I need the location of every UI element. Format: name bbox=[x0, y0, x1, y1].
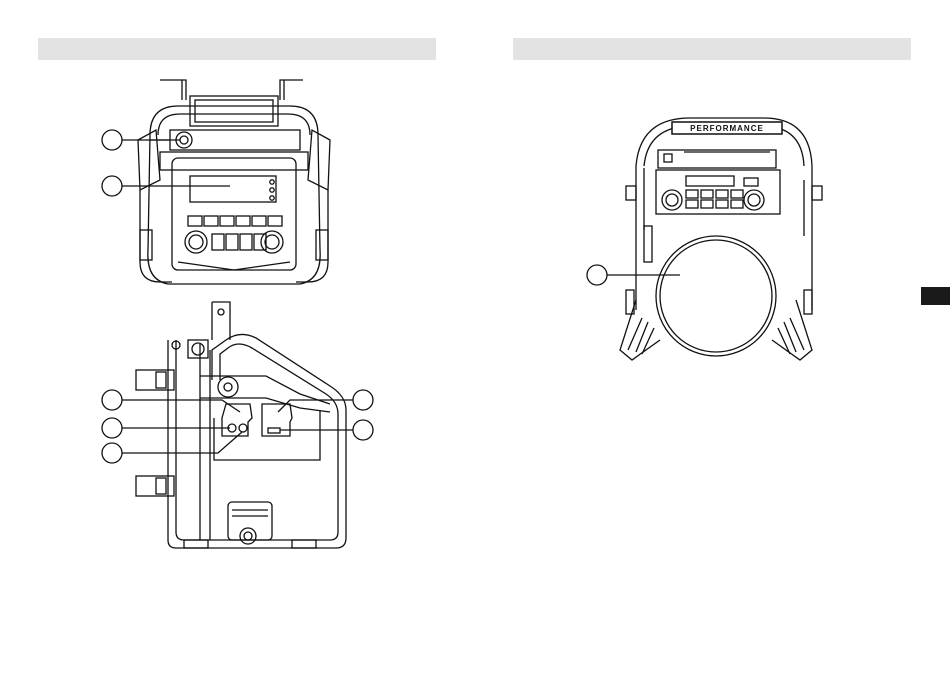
brand-logo: PERFORMANCE bbox=[690, 124, 764, 133]
callout-circle bbox=[102, 130, 122, 150]
callout-circle bbox=[587, 265, 607, 285]
callout-circle bbox=[102, 443, 122, 463]
speaker-front-illustration: PERFORMANCE bbox=[587, 118, 822, 360]
radio-front-illustration bbox=[102, 80, 330, 284]
speaker-grille bbox=[656, 236, 776, 356]
callout-circle bbox=[102, 418, 122, 438]
radio-back-illustration bbox=[102, 302, 373, 548]
callout-circle bbox=[353, 420, 373, 440]
callout-circle bbox=[102, 176, 122, 196]
callout-circle bbox=[102, 390, 122, 410]
callout-circle bbox=[353, 390, 373, 410]
